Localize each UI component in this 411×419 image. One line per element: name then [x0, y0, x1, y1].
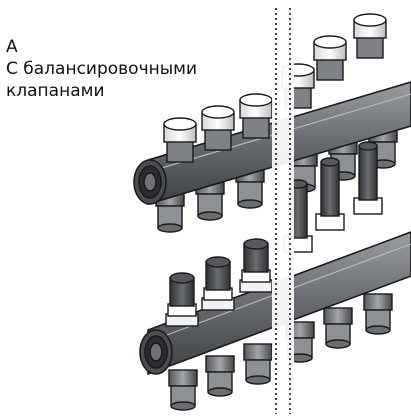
lower-balancing-valves — [165, 141, 383, 327]
caption-line-2: клапанами — [6, 81, 105, 101]
caption-line-1: С балансировочными — [6, 59, 198, 79]
upper-outlets — [155, 125, 398, 233]
upper-end-connector — [133, 159, 167, 205]
caption: А С балансировочными клапанами — [6, 36, 246, 102]
upper-valve-caps — [163, 13, 387, 163]
caption-label: А — [6, 37, 18, 57]
break-lines — [272, 0, 294, 419]
lower-end-connector — [139, 329, 173, 375]
